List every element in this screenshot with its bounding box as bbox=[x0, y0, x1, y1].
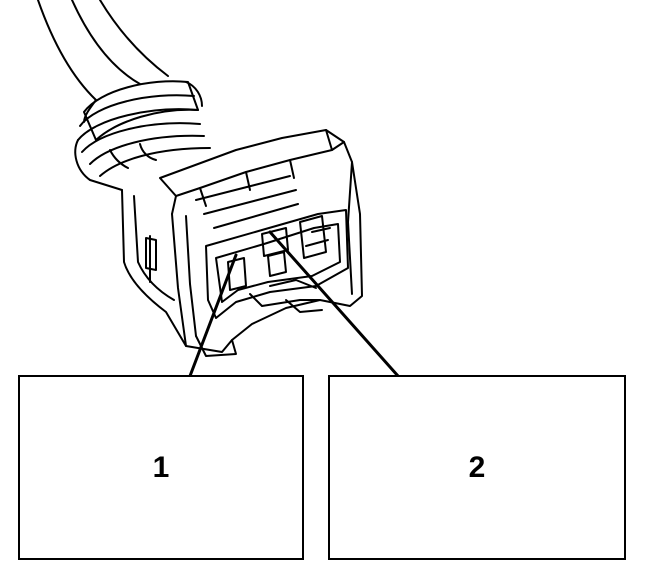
cable bbox=[37, 0, 169, 101]
connector-housing bbox=[121, 129, 363, 357]
callout-label-1: 1 bbox=[152, 450, 170, 484]
callout-label-2: 2 bbox=[468, 450, 486, 484]
leader-line-2 bbox=[268, 230, 400, 378]
leader-line-1 bbox=[188, 253, 238, 378]
boot bbox=[74, 80, 211, 191]
callout-box-2: 2 bbox=[328, 375, 626, 560]
callout-box-1: 1 bbox=[18, 375, 304, 560]
